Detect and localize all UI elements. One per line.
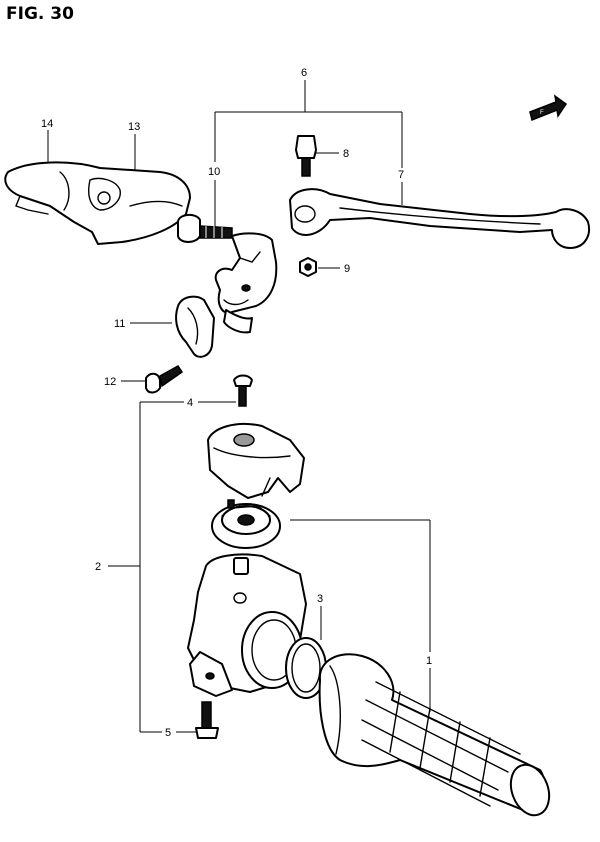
clamp-screw-part-12 — [145, 365, 184, 394]
svg-text:F: F — [540, 110, 544, 116]
cable-adjuster-part-10 — [177, 214, 233, 243]
clutch-lever-part-7 — [289, 188, 590, 249]
lever-clamp-part-11 — [175, 295, 215, 358]
callout-labels: 1 2 3 4 5 6 7 8 9 10 11 12 13 14 — [41, 67, 432, 739]
front-direction-arrow-icon: F — [529, 94, 568, 122]
callout-4: 4 — [187, 397, 193, 409]
callout-6: 6 — [301, 67, 307, 79]
callout-3: 3 — [317, 593, 323, 605]
throttle-pulley — [211, 499, 281, 549]
callout-14: 14 — [41, 118, 53, 130]
callout-9: 9 — [344, 263, 350, 275]
throttle-housing-cap — [207, 422, 305, 499]
callout-2: 2 — [95, 561, 101, 573]
leader-lines — [47, 80, 431, 733]
throttle-housing-lower — [187, 553, 307, 697]
housing-screw-part-5 — [195, 701, 219, 739]
lever-bracket-part-13 — [4, 161, 191, 245]
figure-title: FIG. 30 — [6, 4, 74, 24]
callout-12: 12 — [104, 376, 116, 388]
callout-8: 8 — [343, 148, 349, 160]
callout-7: 7 — [398, 169, 404, 181]
lever-nut-part-9 — [299, 257, 317, 277]
pivot-bolt-part-8 — [295, 135, 317, 177]
throttle-grip-part-1 — [318, 653, 551, 817]
housing-screw-part-4 — [233, 374, 253, 407]
callout-13: 13 — [128, 121, 140, 133]
callout-5: 5 — [165, 727, 171, 739]
callout-1: 1 — [426, 655, 432, 667]
callout-11: 11 — [114, 318, 125, 330]
lever-holder-upper — [214, 232, 278, 334]
callout-10: 10 — [208, 166, 220, 178]
